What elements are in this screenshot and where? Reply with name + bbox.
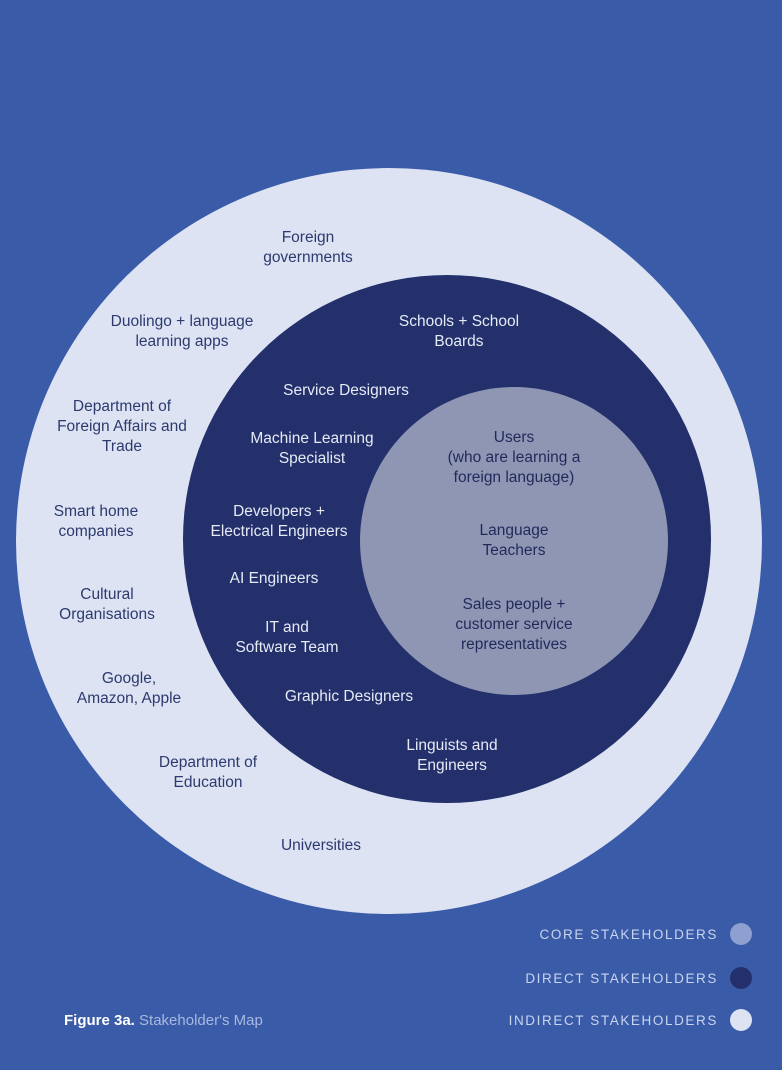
figure-caption: Figure 3a. Stakeholder's Map bbox=[64, 1012, 263, 1029]
indirect-label-dept-education: Department of Education bbox=[158, 754, 258, 791]
indirect-label-duolingo: Duolingo + language learning apps bbox=[110, 313, 254, 350]
legend-core: CORE STAKEHOLDERS bbox=[540, 923, 752, 945]
figure-number: Figure 3a. bbox=[64, 1012, 135, 1029]
direct-label-it-software: IT and Software Team bbox=[235, 619, 339, 656]
legend-indirect: INDIRECT STAKEHOLDERS bbox=[509, 1009, 752, 1031]
direct-label-developers: Developers + Electrical Engineers bbox=[210, 503, 348, 540]
indirect-label-cultural: Cultural Organisations bbox=[59, 586, 155, 623]
direct-label-graphic-designers: Graphic Designers bbox=[284, 688, 414, 705]
legend-core-label: CORE STAKEHOLDERS bbox=[539, 926, 718, 942]
indirect-label-foreign-governments: Foreign governments bbox=[263, 229, 353, 266]
direct-label-linguists: Linguists and Engineers bbox=[406, 737, 498, 774]
core-label-teachers: Language Teachers bbox=[479, 522, 549, 559]
core-label-sales: Sales people + customer service represen… bbox=[455, 596, 573, 653]
direct-label-service-designers: Service Designers bbox=[283, 382, 409, 399]
direct-label-ai-engineers: AI Engineers bbox=[229, 570, 319, 587]
legend-direct: DIRECT STAKEHOLDERS bbox=[525, 967, 752, 989]
legend-indirect-label: INDIRECT STAKEHOLDERS bbox=[508, 1012, 718, 1028]
legend-core-swatch bbox=[730, 923, 752, 945]
legend-direct-label: DIRECT STAKEHOLDERS bbox=[525, 970, 718, 986]
figure-title: Stakeholder's Map bbox=[139, 1012, 263, 1029]
legend-indirect-swatch bbox=[730, 1009, 752, 1031]
direct-label-ml-specialist: Machine Learning Specialist bbox=[250, 430, 374, 467]
core-stakeholders-circle bbox=[360, 387, 668, 695]
indirect-label-smart-home: Smart home companies bbox=[53, 503, 139, 540]
indirect-label-universities: Universities bbox=[280, 837, 362, 854]
indirect-label-google-amazon-apple: Google, Amazon, Apple bbox=[76, 670, 182, 707]
legend-direct-swatch bbox=[730, 967, 752, 989]
core-label-users: Users (who are learning a foreign langua… bbox=[447, 429, 581, 486]
direct-label-schools: Schools + School Boards bbox=[398, 313, 520, 350]
indirect-label-dfat: Department of Foreign Affairs and Trade bbox=[57, 398, 187, 455]
